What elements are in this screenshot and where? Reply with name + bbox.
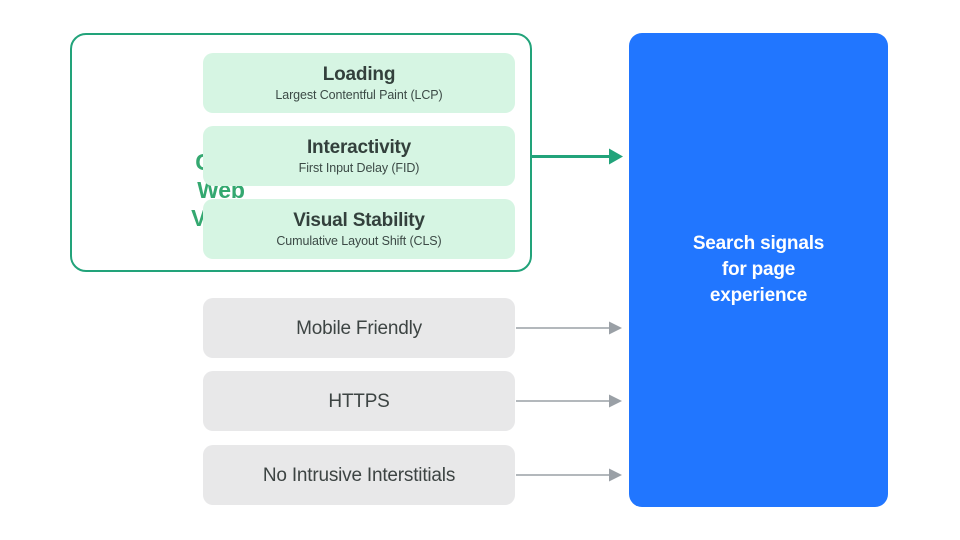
search-signals-panel[interactable]: Search signals for page experience [629,33,888,507]
green-arrow-icon [531,148,623,165]
signal-title: Mobile Friendly [296,317,422,339]
no-intrusive-interstitials-card[interactable]: No Intrusive Interstitials [203,445,515,505]
metric-subtitle: Cumulative Layout Shift (CLS) [276,233,442,248]
metric-title: Loading [322,63,396,85]
signal-title: HTTPS [328,390,390,412]
metric-title: Visual Stability [293,209,425,231]
gray-arrow-icon-no-intrusive-interstitials [516,468,622,482]
metric-subtitle: Largest Contentful Paint (LCP) [275,87,443,102]
signal-title: No Intrusive Interstitials [262,464,456,486]
metric-card-interactivity[interactable]: Interactivity First Input Delay (FID) [203,126,515,186]
metric-card-visual-stability[interactable]: Visual Stability Cumulative Layout Shift… [203,199,515,259]
metric-title: Interactivity [306,136,412,158]
https-card[interactable]: HTTPS [203,371,515,431]
search-signals-label: Search signals for page experience [692,233,825,306]
gray-arrow-icon-https [516,394,622,408]
mobile-friendly-card[interactable]: Mobile Friendly [203,298,515,358]
metric-card-loading[interactable]: Loading Largest Contentful Paint (LCP) [203,53,515,113]
metric-subtitle: First Input Delay (FID) [298,160,420,175]
gray-arrow-icon-mobile-friendly [516,321,622,335]
